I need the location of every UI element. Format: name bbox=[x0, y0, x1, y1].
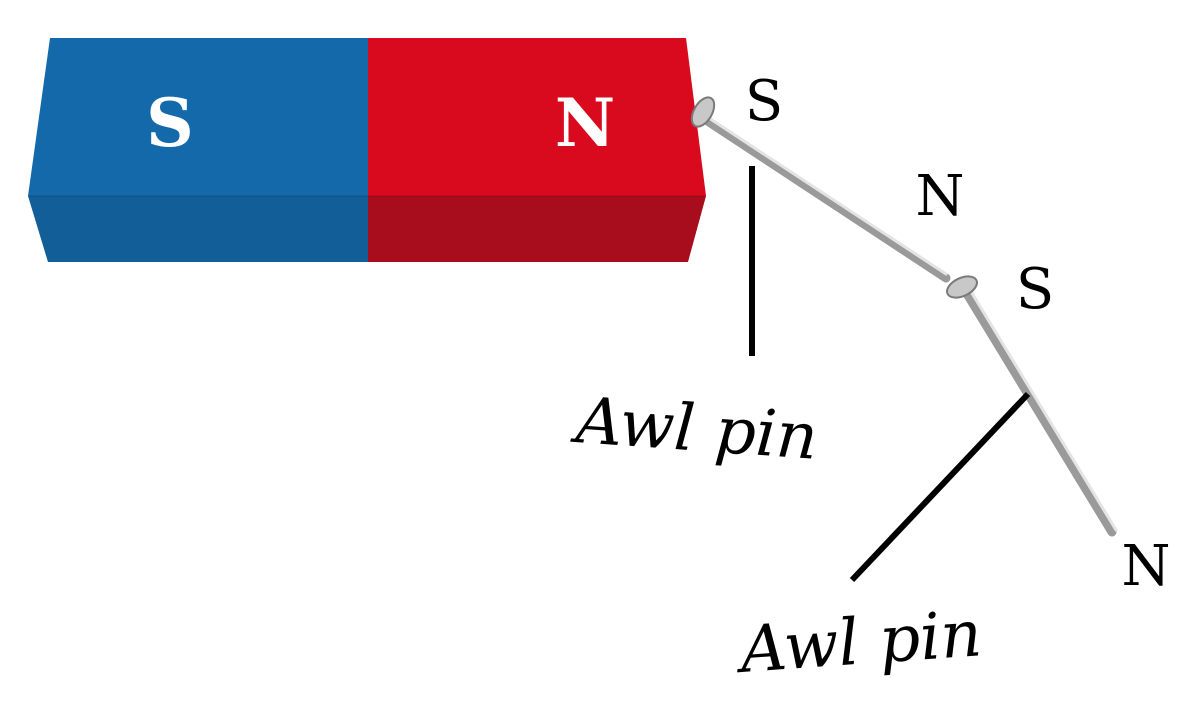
awl-pin-2-shaft bbox=[961, 287, 1117, 537]
awl-pin-1-tip-pole: N bbox=[916, 164, 965, 229]
bar-magnet: S N bbox=[28, 38, 706, 262]
magnet-south-front-face bbox=[28, 196, 368, 262]
awl-pin-2-head bbox=[946, 275, 978, 299]
awl-pin-2-shaft-highlight bbox=[968, 288, 1118, 532]
awl-pin-1-label: Awl pin bbox=[569, 384, 820, 475]
awl-pin-2-head-pole: S bbox=[1016, 257, 1054, 322]
magnet-north-front-face bbox=[368, 196, 706, 262]
awl-pin-1-shaft-highlight bbox=[704, 114, 948, 276]
awl-pin-2-tip-pole: N bbox=[1122, 534, 1171, 599]
awl-pin-1-head bbox=[690, 96, 716, 128]
awl-pin-2-leader-line bbox=[849, 391, 1031, 583]
awl-pin-2-label: Awl pin bbox=[733, 597, 984, 688]
awl-pin-1: S N Awl pin bbox=[569, 69, 965, 475]
magnet-north-top-face bbox=[368, 38, 706, 196]
awl-pin-2: S N Awl pin bbox=[733, 257, 1171, 688]
magnet-north-pole-label: N bbox=[555, 84, 615, 162]
awl-pin-1-head-pole: S bbox=[745, 69, 783, 134]
magnet-south-pole-label: S bbox=[146, 84, 194, 162]
awl-pin-1-shaft bbox=[701, 115, 951, 283]
magnet-south-top-face bbox=[28, 38, 368, 196]
